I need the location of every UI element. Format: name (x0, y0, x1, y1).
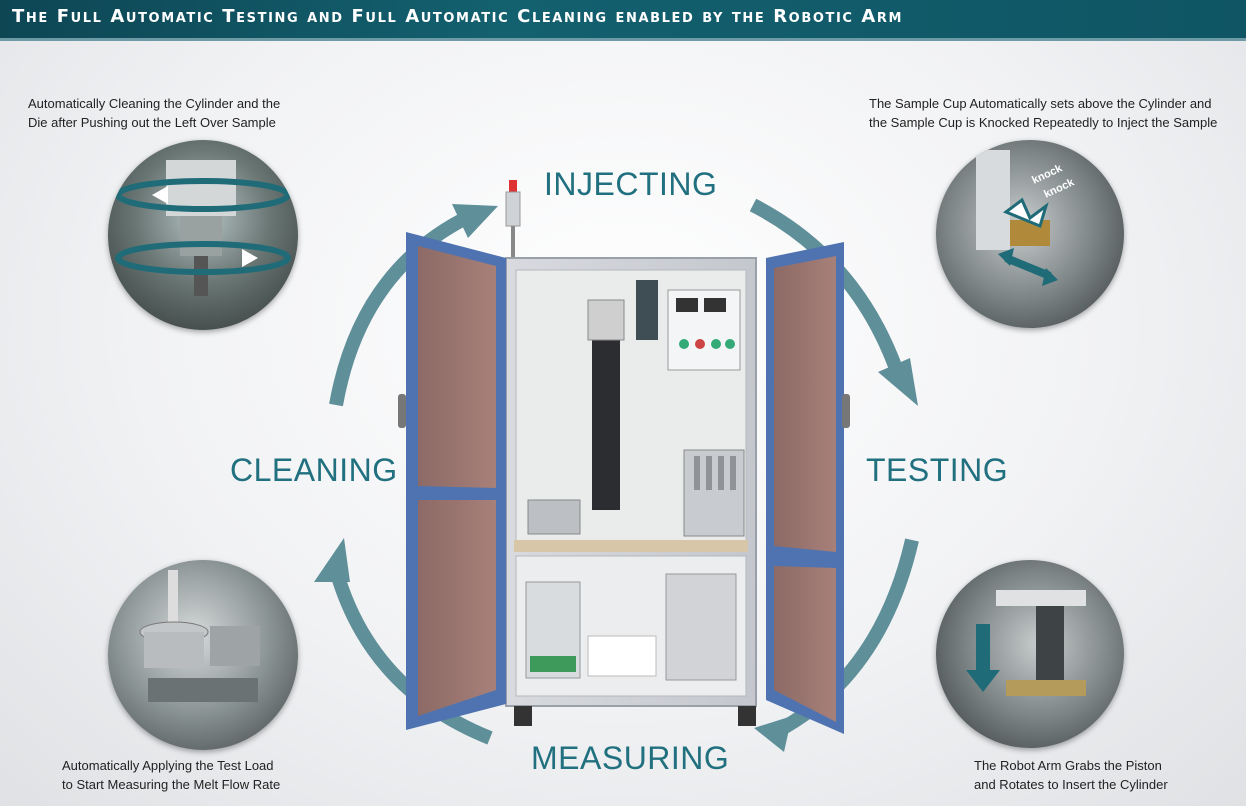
double-arrow-icon (998, 248, 1058, 286)
cleaning-station (527, 499, 581, 535)
arrow-heads (314, 204, 918, 752)
right-door (766, 242, 850, 734)
page-title: The Full Automatic Testing and Full Auto… (12, 6, 904, 27)
arrow-cleaning-to-injecting (329, 209, 474, 407)
left-door (398, 232, 506, 730)
photo-measuring (108, 560, 298, 750)
rotate-arrow-icon (115, 160, 291, 296)
waste-bin (665, 573, 737, 681)
injecting-illustration: knock knock (976, 150, 1077, 286)
arrow-head-measuring (754, 716, 792, 752)
caption-line: Automatically Cleaning the Cylinder and … (28, 96, 281, 111)
caption-line: and Rotates to Insert the Cylinder (974, 777, 1168, 792)
caption-line: the Sample Cup is Knocked Repeatedly to … (869, 115, 1218, 130)
caption-line: to Start Measuring the Melt Flow Rate (62, 777, 281, 792)
arrow-head-injecting (452, 204, 498, 238)
stage-label-testing: TESTING (866, 452, 1009, 488)
photo-cleaning (108, 140, 298, 330)
work-shelf (514, 540, 748, 552)
sample-tray (587, 635, 657, 677)
signal-tower (505, 191, 521, 227)
caption-line: The Sample Cup Automatically sets above … (869, 96, 1212, 111)
arrow-testing-to-measuring (766, 538, 919, 742)
mfr-tester-cabinet (505, 180, 757, 726)
testing-illustration (966, 590, 1086, 696)
caption-injecting: The Sample Cup Automatically sets above … (869, 94, 1217, 132)
stage-label-injecting: INJECTING (544, 166, 718, 202)
measuring-illustration (139, 570, 260, 702)
arrow-measuring-to-cleaning (329, 568, 493, 745)
caption-cleaning: Automatically Cleaning the Cylinder and … (28, 94, 280, 132)
photo-testing (936, 560, 1124, 748)
caption-line: The Robot Arm Grabs the Piston (974, 758, 1162, 773)
caption-measuring: Automatically Applying the Test Load to … (62, 756, 280, 794)
stage-label-cleaning: CLEANING (230, 452, 398, 488)
header-banner: The Full Automatic Testing and Full Auto… (0, 0, 1246, 41)
signal-light (509, 180, 517, 192)
caption-line: Die after Pushing out the Left Over Samp… (28, 115, 276, 130)
caption-testing: The Robot Arm Grabs the Piston and Rotat… (974, 756, 1168, 794)
photo-injecting: knock knock (936, 140, 1124, 328)
stage-label-measuring: MEASURING (531, 740, 730, 776)
arrow-head-testing (878, 358, 918, 406)
arrow-head-cleaning (314, 538, 350, 582)
down-arrow-icon (966, 624, 1000, 692)
caption-line: Automatically Applying the Test Load (62, 758, 274, 773)
